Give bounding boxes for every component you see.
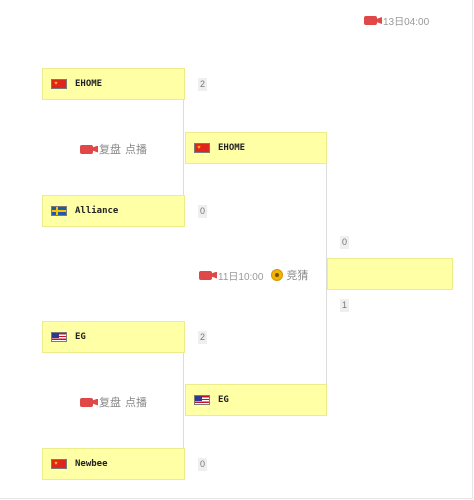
china-flag-icon [51,459,67,469]
team-slot-eg-r1[interactable]: EG [42,321,185,353]
final-slot [327,258,453,290]
score-badge: 0 [198,205,207,218]
semifinal-meta: 11日10:00 竞猜 [199,267,308,283]
vod-link[interactable]: 点播 [125,397,147,409]
team-slot-alliance-r1[interactable]: Alliance [42,195,185,227]
china-flag-icon [194,143,210,153]
team-name: EG [218,395,229,405]
connector-line [183,353,184,448]
connector-line [183,100,184,195]
team-name: EG [75,332,86,342]
china-flag-icon [51,79,67,89]
bet-coin-icon[interactable] [271,269,284,281]
usa-flag-icon [194,395,210,405]
replay-links-match1: 复盘 点播 [80,141,147,157]
team-name: Newbee [75,459,108,469]
team-slot-newbee-r1[interactable]: Newbee [42,448,185,480]
team-name: EHOME [218,143,246,153]
team-slot-ehome-r1[interactable]: EHOME [42,68,185,100]
video-camera-icon[interactable] [199,270,217,280]
team-slot-ehome-r2[interactable]: EHOME [185,132,327,164]
team-slot-eg-r2[interactable]: EG [185,384,327,416]
bet-link[interactable]: 竞猜 [286,270,309,282]
team-name: EHOME [75,79,103,89]
team-name: Alliance [75,206,119,216]
sweden-flag-icon [51,206,67,216]
video-camera-icon[interactable] [364,16,382,25]
final-meta: 13日04:00 [364,13,429,28]
score-badge: 1 [340,299,349,312]
replay-link[interactable]: 复盘 [99,144,121,156]
video-camera-icon[interactable] [80,144,98,154]
vod-link[interactable]: 点播 [125,144,147,156]
video-camera-icon[interactable] [80,397,98,407]
connector-line [326,163,327,385]
replay-links-match2: 复盘 点播 [80,394,147,410]
usa-flag-icon [51,332,67,342]
match-time: 11日10:00 [218,271,264,283]
score-badge: 0 [340,236,349,249]
score-badge: 0 [198,458,207,471]
score-badge: 2 [198,78,207,91]
score-badge: 2 [198,331,207,344]
match-time: 13日04:00 [383,17,430,28]
replay-link[interactable]: 复盘 [99,397,121,409]
